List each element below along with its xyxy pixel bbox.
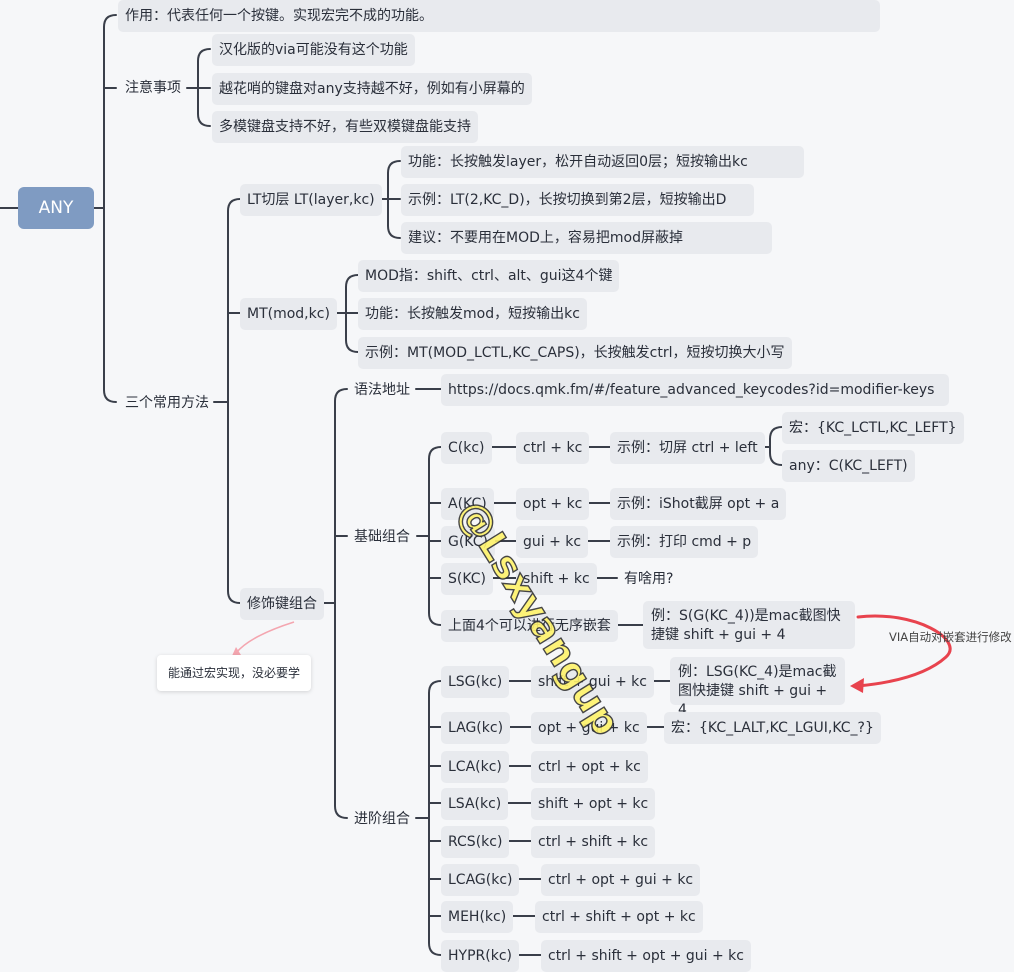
node-lag-desc[interactable]: opt + gui + kc	[531, 712, 647, 744]
node-c-macro[interactable]: 宏：{KC_LCTL,KC_LEFT}	[782, 412, 964, 444]
node-lsa-desc[interactable]: shift + opt + kc	[531, 788, 656, 820]
node-mt-mod[interactable]: MOD指：shift、ctrl、alt、gui这4个键	[358, 260, 620, 292]
node-a-example[interactable]: 示例：iShot截屏 opt + a	[610, 488, 787, 520]
node-meh-desc[interactable]: ctrl + shift + opt + kc	[535, 901, 703, 933]
annotation-via-nesting: VIA自动对嵌套进行修改	[889, 630, 1012, 644]
node-g-example[interactable]: 示例：打印 cmd + p	[610, 526, 759, 558]
node-a[interactable]: A(KC)	[441, 488, 494, 520]
node-lt[interactable]: LT切层 LT(layer,kc)	[240, 184, 382, 216]
node-meh[interactable]: MEH(kc)	[441, 901, 514, 933]
node-note-1[interactable]: 汉化版的via可能没有这个功能	[212, 34, 415, 66]
node-nest[interactable]: 上面4个可以进行无序嵌套	[441, 610, 618, 642]
node-note-2[interactable]: 越花哨的键盘对any支持越不好，例如有小屏幕的	[212, 73, 532, 105]
node-mt-function[interactable]: 功能：长按触发mod，短按输出kc	[358, 298, 587, 330]
node-rcs[interactable]: RCS(kc)	[441, 826, 510, 858]
node-c-example[interactable]: 示例：切屏 ctrl + left	[610, 432, 765, 464]
node-lag[interactable]: LAG(kc)	[441, 712, 511, 744]
node-modcombo[interactable]: 修饰键组合	[240, 588, 324, 620]
node-c-any[interactable]: any：C(KC_LEFT)	[782, 450, 915, 482]
node-syntax-url[interactable]: https://docs.qmk.fm/#/feature_advanced_k…	[441, 374, 949, 406]
node-lcag[interactable]: LCAG(kc)	[441, 864, 520, 896]
node-a-desc[interactable]: opt + kc	[516, 488, 590, 520]
node-methods[interactable]: 三个常用方法	[125, 395, 209, 411]
node-c[interactable]: C(kc)	[441, 432, 492, 464]
callout-macro-note: 能通过宏实现，没必要学	[157, 655, 311, 691]
node-mt[interactable]: MT(mod,kc)	[240, 298, 337, 330]
node-mt-example[interactable]: 示例：MT(MOD_LCTL,KC_CAPS)，长按触发ctrl，短按切换大小写	[358, 337, 792, 369]
node-lsa[interactable]: LSA(kc)	[441, 788, 509, 820]
node-lt-function[interactable]: 功能：长按触发layer，松开自动返回0层；短按输出kc	[401, 146, 804, 178]
node-lsg[interactable]: LSG(kc)	[441, 666, 510, 698]
node-note-3[interactable]: 多模键盘支持不好，有些双模键盘能支持	[212, 111, 478, 143]
node-lsg-desc[interactable]: shift + gui + kc	[531, 666, 654, 698]
root-node-any[interactable]: ANY	[18, 187, 94, 229]
node-lt-example[interactable]: 示例：LT(2,KC_D)，长按切换到第2层，短按输出D	[401, 184, 754, 216]
node-lca[interactable]: LCA(kc)	[441, 751, 509, 783]
node-c-desc[interactable]: ctrl + kc	[516, 432, 590, 464]
node-s-desc[interactable]: shift + kc	[516, 563, 597, 595]
node-lag-macro[interactable]: 宏：{KC_LALT,KC_LGUI,KC_?}	[664, 712, 881, 744]
node-g[interactable]: G(KC)	[441, 526, 495, 558]
node-notes[interactable]: 注意事项	[125, 80, 181, 96]
node-syntax[interactable]: 语法地址	[354, 382, 410, 398]
node-s[interactable]: S(KC)	[441, 563, 494, 595]
node-lt-advice[interactable]: 建议：不要用在MOD上，容易把mod屏蔽掉	[401, 222, 772, 254]
node-advanced[interactable]: 进阶组合	[354, 811, 410, 827]
node-lca-desc[interactable]: ctrl + opt + kc	[531, 751, 648, 783]
node-g-desc[interactable]: gui + kc	[516, 526, 589, 558]
node-hypr[interactable]: HYPR(kc)	[441, 940, 519, 972]
node-nest-example[interactable]: 例：S(G(KC_4))是mac截图快捷键 shift + gui + 4	[643, 601, 855, 649]
node-lcag-desc[interactable]: ctrl + opt + gui + kc	[541, 864, 701, 896]
node-hypr-desc[interactable]: ctrl + shift + opt + gui + kc	[541, 940, 751, 972]
node-lsg-example[interactable]: 例：LSG(KC_4)是mac截图快捷键 shift + gui + 4	[670, 657, 845, 718]
node-rcs-desc[interactable]: ctrl + shift + kc	[531, 826, 656, 858]
node-usage[interactable]: 作用：代表任何一个按键。实现宏完不成的功能。	[118, 0, 880, 32]
node-s-question[interactable]: 有啥用?	[624, 571, 674, 587]
node-basic[interactable]: 基础组合	[354, 529, 410, 545]
